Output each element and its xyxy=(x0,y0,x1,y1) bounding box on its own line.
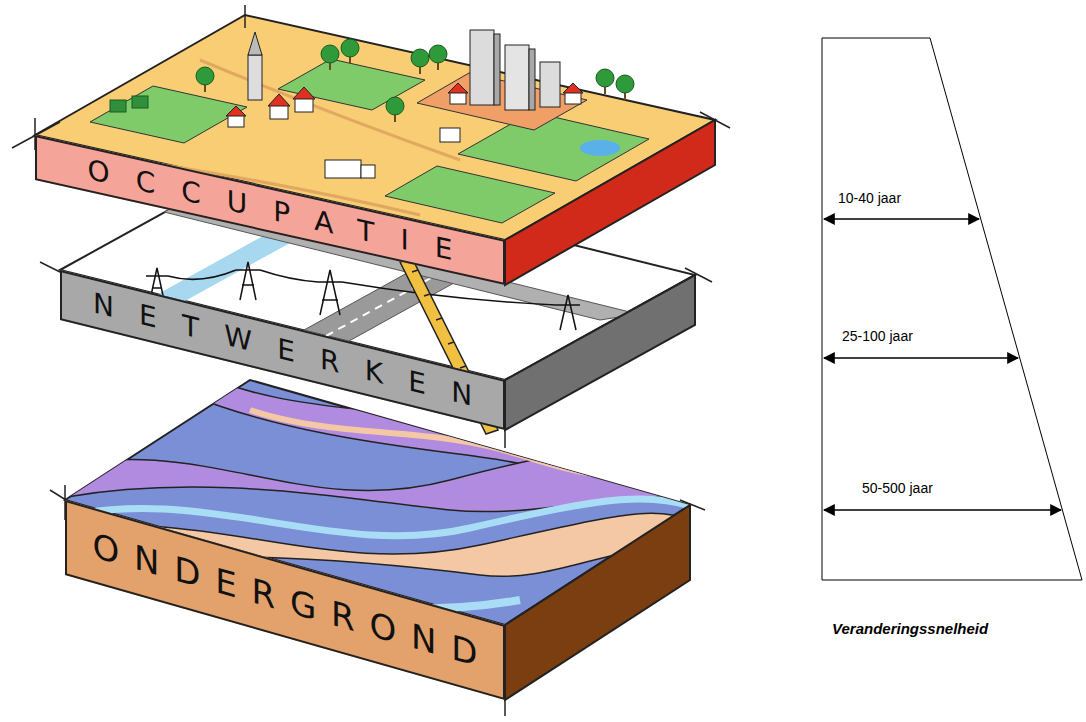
duration-label: 50-500 jaar xyxy=(862,480,933,496)
duration-label: 25-100 jaar xyxy=(842,328,913,344)
duration-label: 10-40 jaar xyxy=(838,190,901,206)
speed-chart xyxy=(822,38,1082,580)
chart-caption: Veranderingssnelheid xyxy=(832,620,988,638)
occupation-slab xyxy=(12,5,730,285)
ground-slab xyxy=(50,370,710,716)
